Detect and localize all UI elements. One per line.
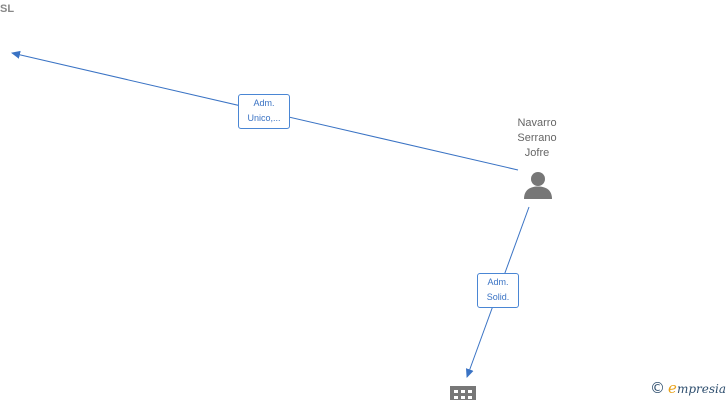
person-icon[interactable] (523, 171, 553, 199)
relation-label-line: Adm. (487, 277, 509, 287)
person-name-line: Serrano (517, 132, 557, 144)
copyright-icon: © (650, 379, 666, 397)
building-icon[interactable] (450, 386, 476, 400)
brand-rest: mpresia (676, 382, 726, 396)
person-name-line: Jofre (524, 147, 550, 159)
relation-label-line: Solid. (486, 292, 510, 302)
relation-label-line: Unico,... (247, 113, 281, 123)
brand-logo: empresia (668, 379, 726, 397)
relation-label-line: Adm. (253, 98, 275, 108)
relation-label-adm-solid[interactable]: Adm. Solid. (477, 273, 519, 308)
person-name-line: Navarro (517, 117, 557, 129)
relation-label-adm-unico[interactable]: Adm. Unico,... (238, 94, 290, 129)
empresia-brand[interactable]: © empresia (650, 379, 726, 397)
person-node-label[interactable]: Navarro Serrano Jofre (498, 116, 576, 161)
company-node-label[interactable]: SL (0, 3, 15, 15)
brand-initial: e (668, 379, 677, 397)
